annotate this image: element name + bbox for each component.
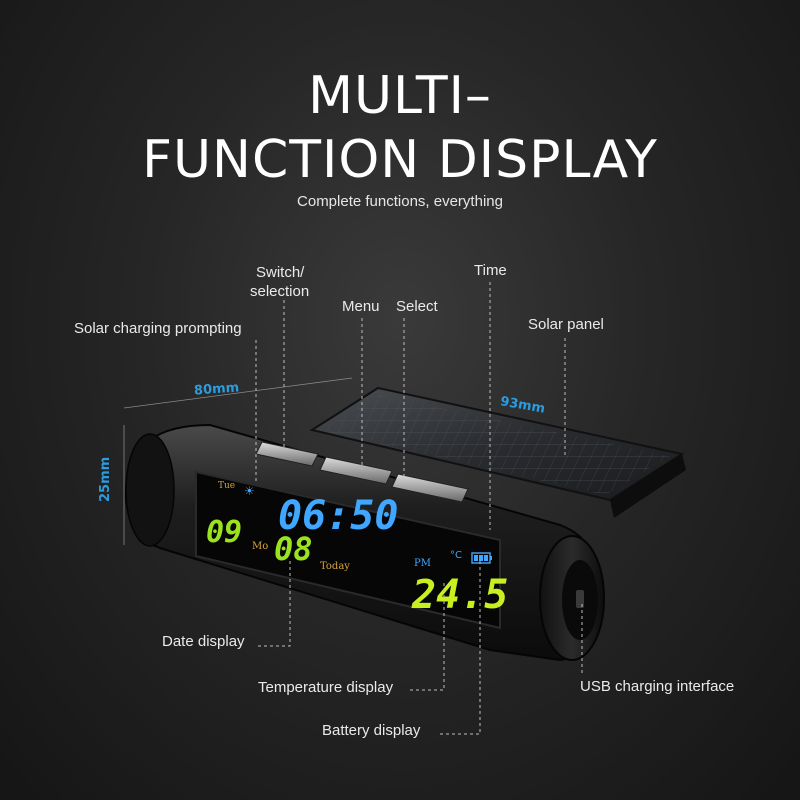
- solar-charge-icon: ☀: [244, 484, 255, 498]
- lcd-weekday: Tue: [218, 481, 235, 491]
- switch-button: [255, 441, 319, 467]
- lcd-day: 08: [274, 530, 313, 568]
- battery-icon: [471, 552, 492, 564]
- callout-select: Select: [396, 298, 438, 315]
- title-line-1: MULTI–: [308, 66, 492, 126]
- lcd-day-suffix: Today: [320, 561, 350, 572]
- subtitle: Complete functions, everything: [297, 193, 503, 210]
- device-buttons: [255, 441, 469, 503]
- lcd-time: 06:50: [278, 493, 398, 539]
- dimension-height: 25mm: [98, 456, 113, 502]
- callout-battery-display: Battery display: [322, 722, 421, 739]
- callout-usb: USB charging interface: [580, 678, 735, 695]
- callout-solar-panel: Solar panel: [528, 316, 604, 333]
- menu-button: [319, 456, 393, 485]
- callout-date-display: Date display: [162, 633, 245, 650]
- callout-switch-line1: Switch/: [256, 264, 305, 281]
- callout-switch-line2: selection: [250, 283, 310, 300]
- lcd-temperature: 24.5: [411, 572, 508, 618]
- callout-lines: [255, 282, 583, 735]
- dimension-width: 80mm: [193, 380, 240, 399]
- select-button: [391, 473, 469, 503]
- callout-temperature-display: Temperature display: [258, 679, 394, 696]
- lcd-ampm: PM: [414, 558, 431, 569]
- lcd-temp-unit: °C: [450, 550, 462, 561]
- usb-port: [576, 590, 584, 608]
- lcd-month-suffix: Mo: [252, 541, 268, 552]
- title-line-2: FUNCTION DISPLAY: [142, 130, 658, 190]
- callout-menu: Menu: [342, 298, 380, 315]
- lcd-month: 09: [206, 515, 242, 550]
- lcd-screen: Tue ☀ 06:50 09 Mo 08 Today PM °C 24.5: [195, 470, 508, 630]
- callout-time: Time: [474, 262, 507, 279]
- callout-solar-prompt: Solar charging prompting: [74, 320, 242, 337]
